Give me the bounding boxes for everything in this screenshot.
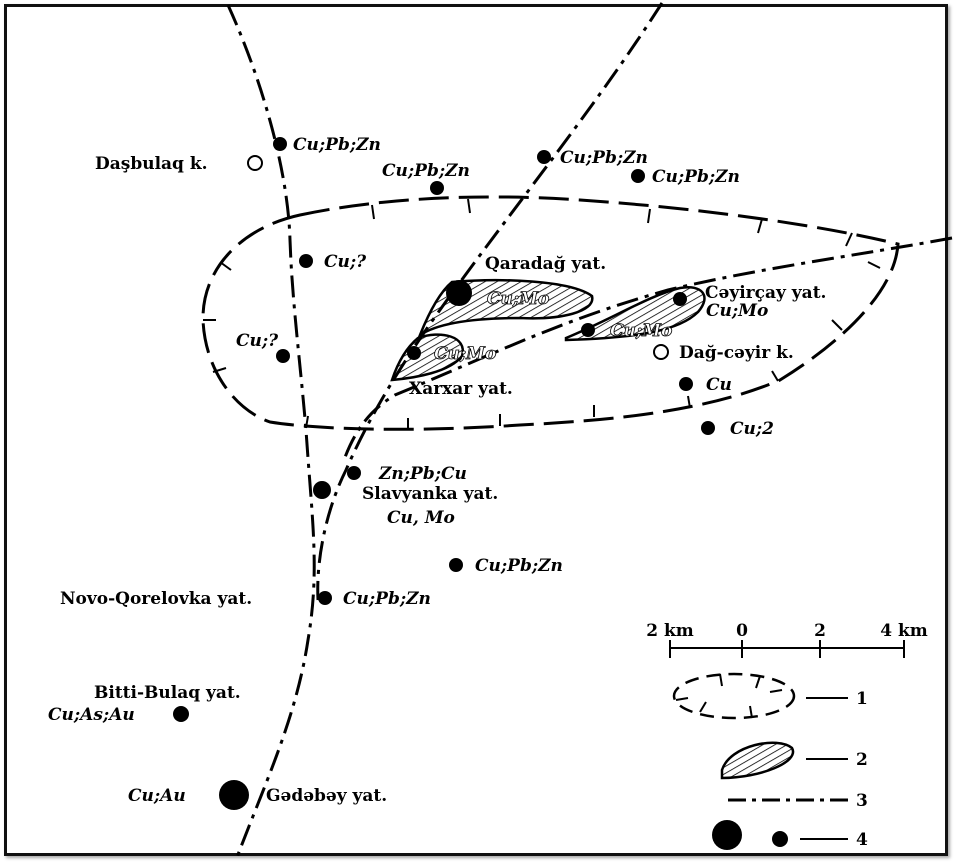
mineral-label: Cu;Au xyxy=(128,786,186,806)
scale-label: 0 xyxy=(736,621,748,641)
marker-m18 xyxy=(219,780,249,810)
marker-m11 xyxy=(679,377,693,391)
legend-item-deposit: 4 xyxy=(712,820,868,850)
mineral-label: Cu;Pb;Zn xyxy=(652,167,740,187)
legend-number: 1 xyxy=(856,689,868,709)
place-label-xarxar: Xarxar yat. xyxy=(409,379,513,399)
legend-item-ore-zone: 2 xyxy=(720,741,868,780)
mineral-label: Cu;? xyxy=(236,331,279,351)
mineral-label: Cu;2 xyxy=(730,419,774,439)
marker-m9 xyxy=(581,323,595,337)
legend-item-fault: 3 xyxy=(728,791,868,811)
fault-line-west xyxy=(226,4,316,861)
marker-m4 xyxy=(631,169,645,183)
marker-slavyanka xyxy=(313,481,331,499)
place-label-bitti-bulaq: Bitti-Bulaq yat. xyxy=(94,683,241,703)
settlement-dag-ceyir xyxy=(653,344,669,360)
settlement-markers xyxy=(247,155,669,360)
fault-line-east xyxy=(342,236,953,461)
marker-m10 xyxy=(407,346,421,360)
mineral-label: Cu;Mo xyxy=(434,344,496,364)
mineral-label: Cu;Pb;Zn xyxy=(382,161,470,181)
mineral-label: Cu;Pb;Zn xyxy=(293,135,381,155)
place-label-ceyircay: Cəyirçay yat. xyxy=(705,283,826,303)
mineral-label: Cu;Mo xyxy=(487,289,549,309)
marker-m3 xyxy=(430,181,444,195)
ore-zone-xarxar xyxy=(390,333,465,382)
marker-m15 xyxy=(449,558,463,572)
marker-m16 xyxy=(318,591,332,605)
marker-m12 xyxy=(701,421,715,435)
marker-m13 xyxy=(347,466,361,480)
marker-m1 xyxy=(273,137,287,151)
legend-item-structure: 1 xyxy=(672,672,868,720)
marker-m17 xyxy=(173,706,189,722)
mineral-label: Zn;Pb;Cu xyxy=(378,464,467,484)
legend-number: 3 xyxy=(856,791,868,811)
place-label-dag-ceyir: Dağ-cəyir k. xyxy=(679,343,794,363)
map-frame xyxy=(4,4,948,856)
place-label-slavyanka: Slavyanka yat. xyxy=(362,484,498,504)
marker-m8 xyxy=(673,292,687,306)
scale-label: 4 km xyxy=(880,621,928,641)
mineral-label: Cu;Pb;Zn xyxy=(475,556,563,576)
deposit-markers xyxy=(173,137,715,810)
legend: 1 2 3 4 xyxy=(672,672,868,850)
mineral-label: Cu;As;Au xyxy=(48,705,135,725)
marker-m2 xyxy=(537,150,551,164)
mineral-label: Cu;Pb;Zn xyxy=(560,148,648,168)
settlement-dashbulaq xyxy=(247,155,263,171)
mineral-label: Cu;Mo xyxy=(610,321,672,341)
mineral-label: Cu, Mo xyxy=(387,508,455,528)
place-label-qaradag: Qaradağ yat. xyxy=(485,254,606,274)
scale-label: 2 km xyxy=(646,621,694,641)
scale-label: 2 xyxy=(814,621,826,641)
fault-lines xyxy=(226,2,953,861)
mineral-label: Cu xyxy=(706,375,732,395)
place-labels: Daşbulaq k. Qaradağ yat. Cəyirçay yat. D… xyxy=(60,154,826,806)
marker-m6 xyxy=(276,349,290,363)
legend-number: 4 xyxy=(856,830,868,850)
mineral-label: Cu;? xyxy=(324,252,367,272)
place-label-gedebey: Gədəbəy yat. xyxy=(266,786,387,806)
mineral-label: Cu;Pb;Zn xyxy=(343,589,431,609)
ore-zone-ceyircay xyxy=(564,285,706,342)
scale-bar: 2 km 0 2 4 km xyxy=(646,621,928,658)
structure-outline xyxy=(201,195,900,431)
marker-m5 xyxy=(299,254,313,268)
mineral-labels: Cu;Pb;Zn Cu;Pb;Zn Cu;Pb;Zn Cu;Pb;Zn Cu;?… xyxy=(48,135,774,806)
place-label-novo-qorelovka: Novo-Qorelovka yat. xyxy=(60,589,252,609)
mineral-label: Cu;Mo xyxy=(706,301,768,321)
place-label-dashbulaq: Daşbulaq k. xyxy=(95,154,208,174)
marker-m7 xyxy=(446,280,472,306)
legend-number: 2 xyxy=(856,750,868,770)
